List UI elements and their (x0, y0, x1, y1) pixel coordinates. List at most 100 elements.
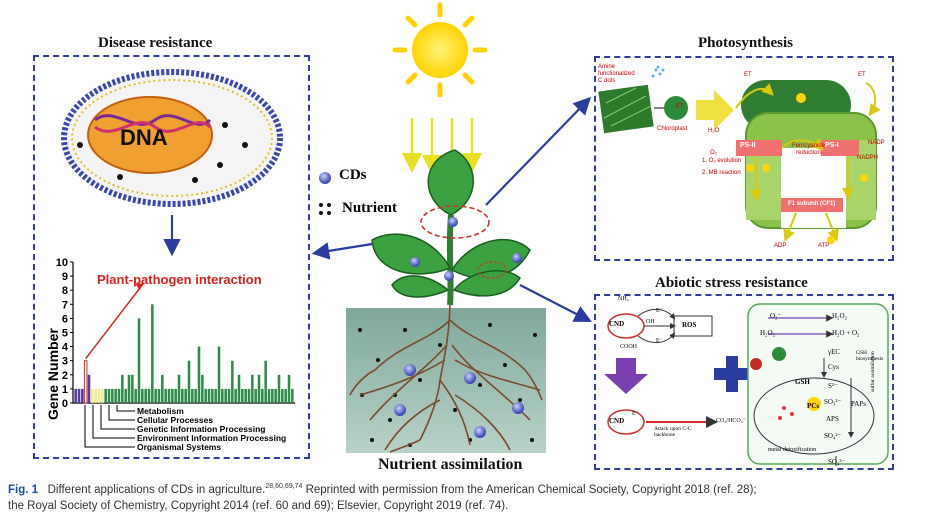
gsh-biosynthesis-label: GSH biosynthesis (856, 350, 884, 362)
et-label-1: ET (676, 104, 684, 110)
gene-bar (144, 388, 147, 403)
pcs-label: PCs (807, 402, 820, 410)
gene-bar (104, 388, 107, 403)
photosynthesis-diagram (598, 65, 881, 244)
y-tick-label: 4 (62, 342, 69, 354)
gene-bar (274, 388, 277, 403)
psii-box (736, 140, 782, 156)
gene-bar (271, 388, 274, 403)
leaf-image (598, 84, 654, 134)
gene-bar (257, 374, 261, 403)
cell-box (747, 303, 889, 465)
y-tick-label: 7 (62, 299, 68, 311)
f1-box (781, 198, 843, 212)
annotation-arrow-head (135, 283, 144, 291)
category-bracket-line (84, 405, 135, 448)
gene-bar (151, 304, 154, 403)
gene-bar (284, 388, 287, 403)
gene-bar (197, 346, 201, 403)
co2-label: CO₂/HCO₃⁻ (716, 418, 747, 424)
amine-cdots-label: Amine functionalized C dots (598, 64, 635, 84)
gene-bar (231, 360, 234, 403)
gene-bar (74, 388, 77, 403)
caption-text-2: Reprinted with permission from the Ameri… (302, 483, 757, 496)
gene-bar (291, 388, 294, 403)
o2-evolution-label: 1. O₂ evolution (702, 158, 742, 164)
gene-bar (217, 346, 221, 403)
gene-bar (201, 374, 204, 403)
ros-label: ROS (682, 321, 697, 329)
category-label: Genetic Information Processing (137, 424, 265, 434)
gene-bar (247, 388, 251, 403)
electron-label-1: E⁻ (656, 308, 663, 314)
nadp-label: NADP (868, 140, 885, 146)
psi-label: PS-I (825, 142, 839, 149)
gene-bar (131, 374, 134, 403)
gene-bar (81, 388, 84, 403)
psii-label: PS-II (740, 142, 756, 149)
gene-bar (111, 388, 114, 403)
gene-bar (277, 374, 281, 403)
gene-bar (177, 374, 181, 403)
gene-bar (211, 388, 214, 403)
electron-label-2: E⁻ (656, 338, 663, 344)
cooh-label: COOH (620, 344, 638, 350)
gsh-label: GSH (795, 378, 810, 386)
y-tick-label: 8 (62, 285, 68, 297)
y-tick-label: 6 (62, 313, 68, 325)
gene-bar (267, 388, 271, 403)
y-tick-label: 10 (56, 257, 68, 269)
gene-bar (124, 388, 127, 403)
caption-figure-label: Fig. 1 (8, 483, 39, 496)
down-arrow-purple (604, 358, 648, 394)
central-plant-illustration (163, 2, 592, 453)
y-tick-label: 2 (62, 370, 68, 382)
gene-bar (134, 388, 137, 403)
sun-icon (392, 2, 488, 98)
abiotic-stress-title: Abiotic stress resistance (655, 275, 808, 291)
right-leaf-lower (452, 270, 521, 297)
gene-number-axis-title-wrap: Gene Number (45, 328, 61, 436)
gene-bar (237, 374, 241, 403)
category-label: Environment Information Processing (137, 433, 286, 443)
gene-bar (167, 388, 171, 403)
gene-bar (87, 374, 91, 403)
gene-bar (161, 374, 164, 403)
gene-bar (207, 388, 211, 403)
chloroplast-circle (664, 96, 688, 120)
sulfur-assimilation-label: sulfur assimilation (870, 351, 876, 392)
gene-bar (227, 388, 231, 403)
nutrient-legend-label: Nutrient (342, 200, 397, 216)
gene-bar (101, 388, 104, 403)
nadph-label: NADPH (857, 155, 879, 161)
photosynthesis-title: Photosynthesis (698, 35, 794, 51)
sulfate-label-outer: SO₄²⁻ (828, 458, 846, 466)
gene-bar (157, 388, 161, 403)
gene-bar (244, 388, 247, 403)
category-bracket-line (116, 405, 135, 412)
oh-label: OH (646, 319, 655, 325)
cnd-top-label: CND (609, 320, 625, 328)
adp-label: ADP (774, 243, 787, 249)
y-tick-label: 0 (62, 398, 68, 410)
et-label-3: ET (858, 72, 866, 78)
nutrient-legend-marker (319, 203, 331, 215)
caption-text-1: Different applications of CDs in agricul… (47, 483, 266, 496)
gene-bar (184, 388, 187, 403)
plus-sign (714, 356, 750, 392)
top-leaf (427, 149, 474, 216)
sulfide-label: S²⁻ (828, 382, 838, 390)
cds-legend-label: CDs (339, 167, 367, 183)
gene-bar (287, 374, 291, 403)
paps-label: PAPs (851, 400, 866, 408)
psi-box (821, 140, 859, 156)
category-label: Organismal Systems (137, 442, 221, 452)
y-tick-label: 1 (62, 384, 68, 396)
superoxide-label: O₂⁻ (770, 312, 782, 320)
gene-bar (121, 374, 124, 403)
gene-bar (127, 374, 131, 403)
gene-bar (251, 374, 254, 403)
category-bracket-line (92, 405, 135, 439)
dna-label: DNA (120, 125, 168, 150)
gene-bar (83, 360, 88, 404)
